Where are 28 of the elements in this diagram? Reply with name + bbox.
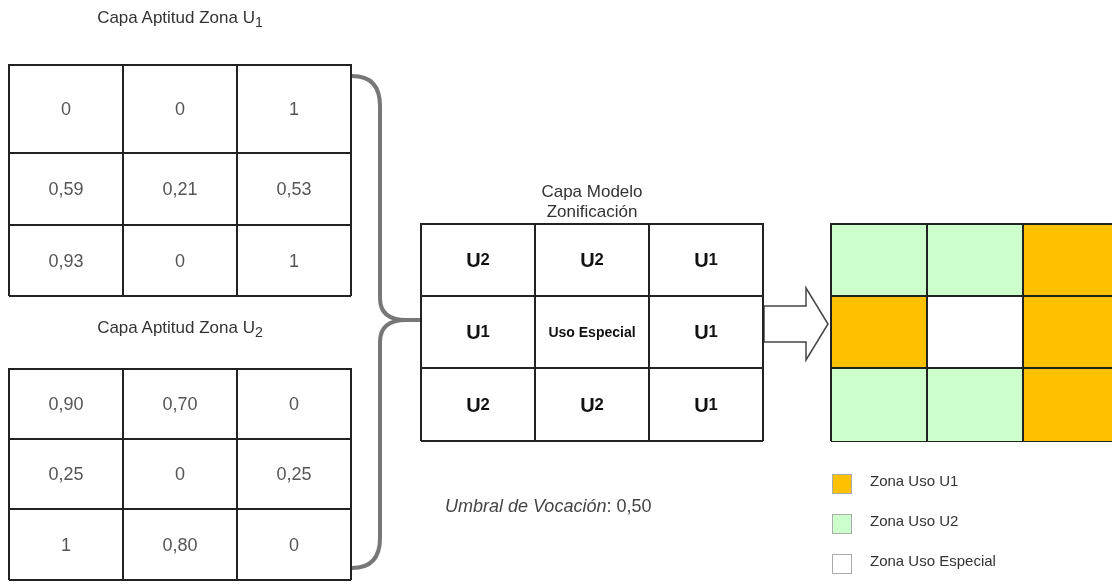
table-cell: 0,59 <box>9 153 123 225</box>
threshold-note: Umbral de Vocación: 0,50 <box>445 496 652 517</box>
table-cell: 0 <box>237 509 351 581</box>
table-heading: Capa Aptitud Zona U$_{2}$ <box>96 318 264 343</box>
legend-label: Zona Uso Especial <box>870 552 996 569</box>
table-cell: 0,93 <box>9 225 123 297</box>
table-cell: 0,70 <box>123 369 237 439</box>
table-cell: 0 <box>123 65 237 153</box>
table-cell: 0,25 <box>237 439 351 509</box>
table-cell: 0 <box>123 225 237 297</box>
table-cell: 1 <box>9 509 123 581</box>
legend-label: Zona Uso U1 <box>870 472 959 489</box>
table-cell: 1 <box>237 65 351 153</box>
table-cell: 0,80 <box>123 509 237 581</box>
table-heading: Capa Aptitud Zona U$_{1}$ <box>96 8 264 33</box>
table-heading: Capa Modelo Zonificación <box>540 182 644 222</box>
brace <box>351 318 420 570</box>
table-cell: 0,21 <box>123 153 237 225</box>
block-arrow <box>763 285 829 363</box>
table-cell: 0,53 <box>237 153 351 225</box>
table-cell: 0,25 <box>9 439 123 509</box>
table-cell: 0 <box>9 65 123 153</box>
table-cell: 0 <box>237 369 351 439</box>
table-cell: 0 <box>123 439 237 509</box>
table-cell: Uso Especial <box>535 296 649 368</box>
table-cell: 1 <box>237 225 351 297</box>
table-cell: 0,90 <box>9 369 123 439</box>
legend-label: Zona Uso U2 <box>870 512 959 529</box>
